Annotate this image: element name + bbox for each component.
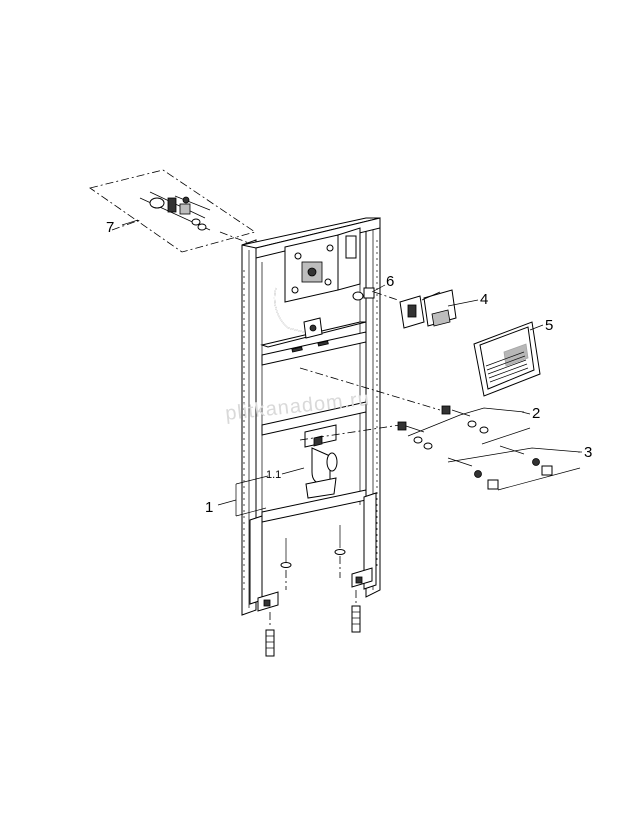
drain-elbow-1-1 [304,424,338,499]
leader-lines [121,219,582,517]
label-2: 2 [532,405,540,422]
part-5-cover-plate [473,321,541,397]
label-4: 4 [480,291,488,308]
label-3: 3 [584,444,592,461]
label-7: 7 [106,219,114,236]
label-6: 6 [386,273,394,290]
label-1-1: 1.1 [266,469,281,481]
floor-fixings [265,525,361,657]
label-1: 1 [205,499,213,516]
part-7-fixing-set [89,169,263,253]
part-4-module [399,289,457,329]
label-5: 5 [545,317,553,334]
parts-2-3-fixings [299,367,581,491]
valve-box-assembly [274,227,361,339]
part-6-connector [352,287,399,301]
